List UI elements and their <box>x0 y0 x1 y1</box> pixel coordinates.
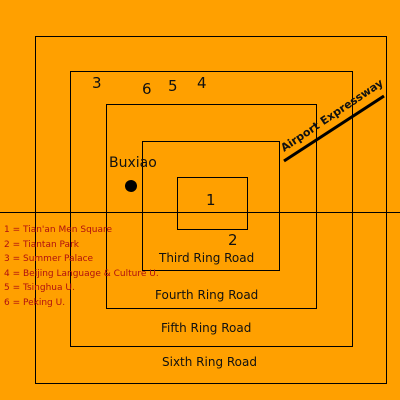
legend-item: 1 = Tian'an Men Square <box>4 225 113 235</box>
third-ring-road-label: Third Ring Road <box>159 251 255 265</box>
airport-expressway-label: Airport Expressway <box>278 76 385 154</box>
city-center-box <box>177 177 248 230</box>
marker-5: 5 <box>168 77 178 95</box>
fifth-ring-road-label: Fifth Ring Road <box>161 321 252 335</box>
legend-item: 6 = Peking U. <box>4 297 66 308</box>
fourth-ring-road-label: Fourth Ring Road <box>155 288 259 302</box>
fifth-ring-road <box>70 71 353 347</box>
marker-2: 2 <box>228 231 238 249</box>
horizontal-divider-line <box>0 212 400 213</box>
legend-item: 4 = Beijing Language & Culture U. <box>4 268 159 279</box>
legend-item: 2 = Tiantan Park <box>4 239 79 250</box>
buxiao-label: Buxiao <box>109 155 157 171</box>
marker-1: 1 <box>206 191 216 209</box>
legend: 1 = Tian'an Men Square 2 = Tiantan Park … <box>4 223 159 310</box>
legend-item: 5 = Tsinghua U. <box>4 283 75 293</box>
sixth-ring-road-label: Sixth Ring Road <box>162 355 257 369</box>
marker-3: 3 <box>92 74 102 92</box>
marker-4: 4 <box>197 74 207 92</box>
third-ring-road <box>142 141 280 271</box>
marker-6: 6 <box>142 80 152 98</box>
legend-item: 3 = Summer Palace <box>4 254 94 264</box>
sixth-ring-road <box>35 36 387 384</box>
buxiao-location-dot <box>125 180 137 192</box>
airport-expressway-line <box>283 94 385 163</box>
fourth-ring-road <box>106 104 317 309</box>
